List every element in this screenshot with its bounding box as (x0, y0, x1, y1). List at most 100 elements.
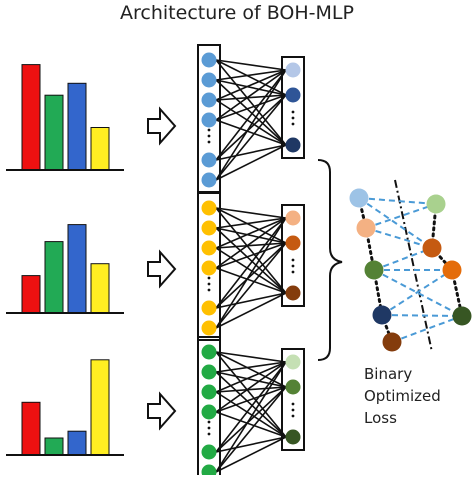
row-1-output-node-1 (285, 62, 301, 78)
loss-node-green-dark (364, 260, 384, 280)
diagram-title: Architecture of BOH-MLP (120, 2, 354, 24)
row-3-arrow-icon (147, 391, 177, 431)
row-3-connection-3-2 (215, 411, 287, 438)
row-2-connection-5-1 (215, 242, 287, 329)
row-3-histogram-bar-4 (90, 359, 110, 456)
loss-label-line-2: Optimized (364, 387, 441, 405)
row-1-input-ellipsis-dot-3 (207, 140, 211, 144)
row-3-input-node-4 (201, 404, 217, 420)
row-1-connection-2-2 (215, 99, 287, 146)
row-2-input-node-2 (201, 220, 217, 236)
row-3-output-node-3 (285, 429, 301, 445)
row-1-connection-4-0 (215, 69, 287, 161)
row-3-connection-5-0 (215, 361, 287, 473)
row-2-output-node-1 (285, 210, 301, 226)
row-2-connection-2-1 (215, 242, 287, 249)
row-2-connection-1-2 (215, 227, 287, 294)
loss-dashed-link-2 (365, 203, 437, 229)
grouping-brace (317, 159, 343, 361)
row-3-connection-1-0 (215, 361, 287, 373)
row-3-output-node-2 (285, 379, 301, 395)
row-2-output-layer-box (281, 204, 305, 307)
loss-node-green-light (426, 194, 446, 214)
row-2-histogram-bar-2 (44, 241, 64, 314)
row-2-connection-4-1 (215, 242, 287, 309)
row-1-arrow-icon (147, 106, 177, 146)
row-2-connection-2-0 (215, 217, 287, 249)
row-3-input-node-5 (201, 444, 217, 460)
row-2-output-ellipsis-dot-2 (291, 264, 295, 268)
row-1-connection-0-2 (215, 59, 287, 146)
loss-node-navy (372, 305, 392, 325)
row-1-connection-3-0 (215, 69, 287, 121)
row-3-connection-2-2 (215, 391, 287, 438)
row-3-connection-5-1 (215, 386, 287, 473)
row-1-output-ellipsis-dot-2 (291, 116, 295, 120)
row-2-histogram-bar-1 (21, 275, 41, 314)
row-2-connection-0-2 (215, 207, 287, 294)
row-3-connection-5-2 (215, 436, 287, 473)
loss-label-line-3: Loss (364, 409, 397, 427)
row-3-connection-0-2 (215, 351, 287, 438)
row-1-input-node-5 (201, 152, 217, 168)
row-3-input-node-6 (201, 464, 217, 480)
row-1-input-node-4 (201, 112, 217, 128)
row-1-connection-2-1 (215, 94, 287, 101)
row-3-input-node-2 (201, 364, 217, 380)
row-1-output-ellipsis-dot-3 (291, 122, 295, 126)
row-3-group (6, 336, 305, 480)
row-3-connection-0-0 (215, 351, 287, 363)
row-1-output-node-2 (285, 87, 301, 103)
row-3-connection-2-1 (215, 386, 287, 393)
row-1-histogram-bar-1 (21, 64, 41, 171)
row-2-input-node-6 (201, 320, 217, 336)
loss-dashed-link-6 (381, 269, 453, 316)
loss-node-brown (382, 332, 402, 352)
row-2-connection-0-0 (215, 207, 287, 219)
row-2-group (6, 192, 305, 341)
loss-dashed-link-4 (373, 247, 433, 271)
row-1-connection-3-2 (215, 119, 287, 146)
row-1-connection-5-0 (215, 69, 287, 181)
row-2-input-ellipsis-dot-2 (207, 282, 211, 286)
row-2-connection-1-0 (215, 217, 287, 229)
row-2-connection-4-2 (215, 292, 287, 309)
row-2-connection-1-1 (215, 227, 287, 244)
loss-label: Binary Optimized Loss (364, 363, 441, 429)
row-1-input-ellipsis-dot-2 (207, 134, 211, 138)
row-1-input-ellipsis-dot-1 (207, 128, 211, 132)
row-2-connection-2-2 (215, 247, 287, 294)
row-3-connection-2-0 (215, 361, 287, 393)
row-1-output-ellipsis-dot-1 (291, 110, 295, 114)
loss-dashed-link-7 (381, 314, 463, 317)
row-2-output-node-2 (285, 235, 301, 251)
row-1-group (6, 44, 305, 193)
row-2-input-node-5 (201, 300, 217, 316)
row-2-arrow-icon (147, 249, 177, 289)
row-1-histogram-bar-2 (44, 94, 64, 171)
row-3-connection-3-1 (215, 386, 287, 413)
loss-node-blue-light (349, 188, 369, 208)
row-1-connection-1-1 (215, 79, 287, 96)
row-2-connection-4-0 (215, 217, 287, 309)
row-2-input-node-1 (201, 200, 217, 216)
row-3-output-ellipsis-dot-3 (291, 414, 295, 418)
row-3-output-node-1 (285, 354, 301, 370)
loss-dashed-link-1 (358, 197, 437, 205)
row-2-input-node-4 (201, 260, 217, 276)
row-1-output-node-3 (285, 137, 301, 153)
row-3-histogram-bar-1 (21, 401, 41, 456)
loss-dashed-link-3 (365, 227, 433, 249)
loss-label-line-1: Binary (364, 365, 413, 383)
loss-node-orange-dark (422, 238, 442, 258)
row-2-connection-3-0 (215, 217, 287, 269)
row-3-input-ellipsis-dot-2 (207, 426, 211, 430)
row-1-output-layer-box (281, 56, 305, 159)
row-1-histogram-bar-4 (90, 127, 110, 171)
row-1-connection-4-2 (215, 144, 287, 161)
row-3-input-node-3 (201, 384, 217, 400)
row-2-connection-5-2 (215, 292, 287, 329)
row-2-connection-3-1 (215, 242, 287, 269)
row-2-input-ellipsis-dot-1 (207, 276, 211, 280)
